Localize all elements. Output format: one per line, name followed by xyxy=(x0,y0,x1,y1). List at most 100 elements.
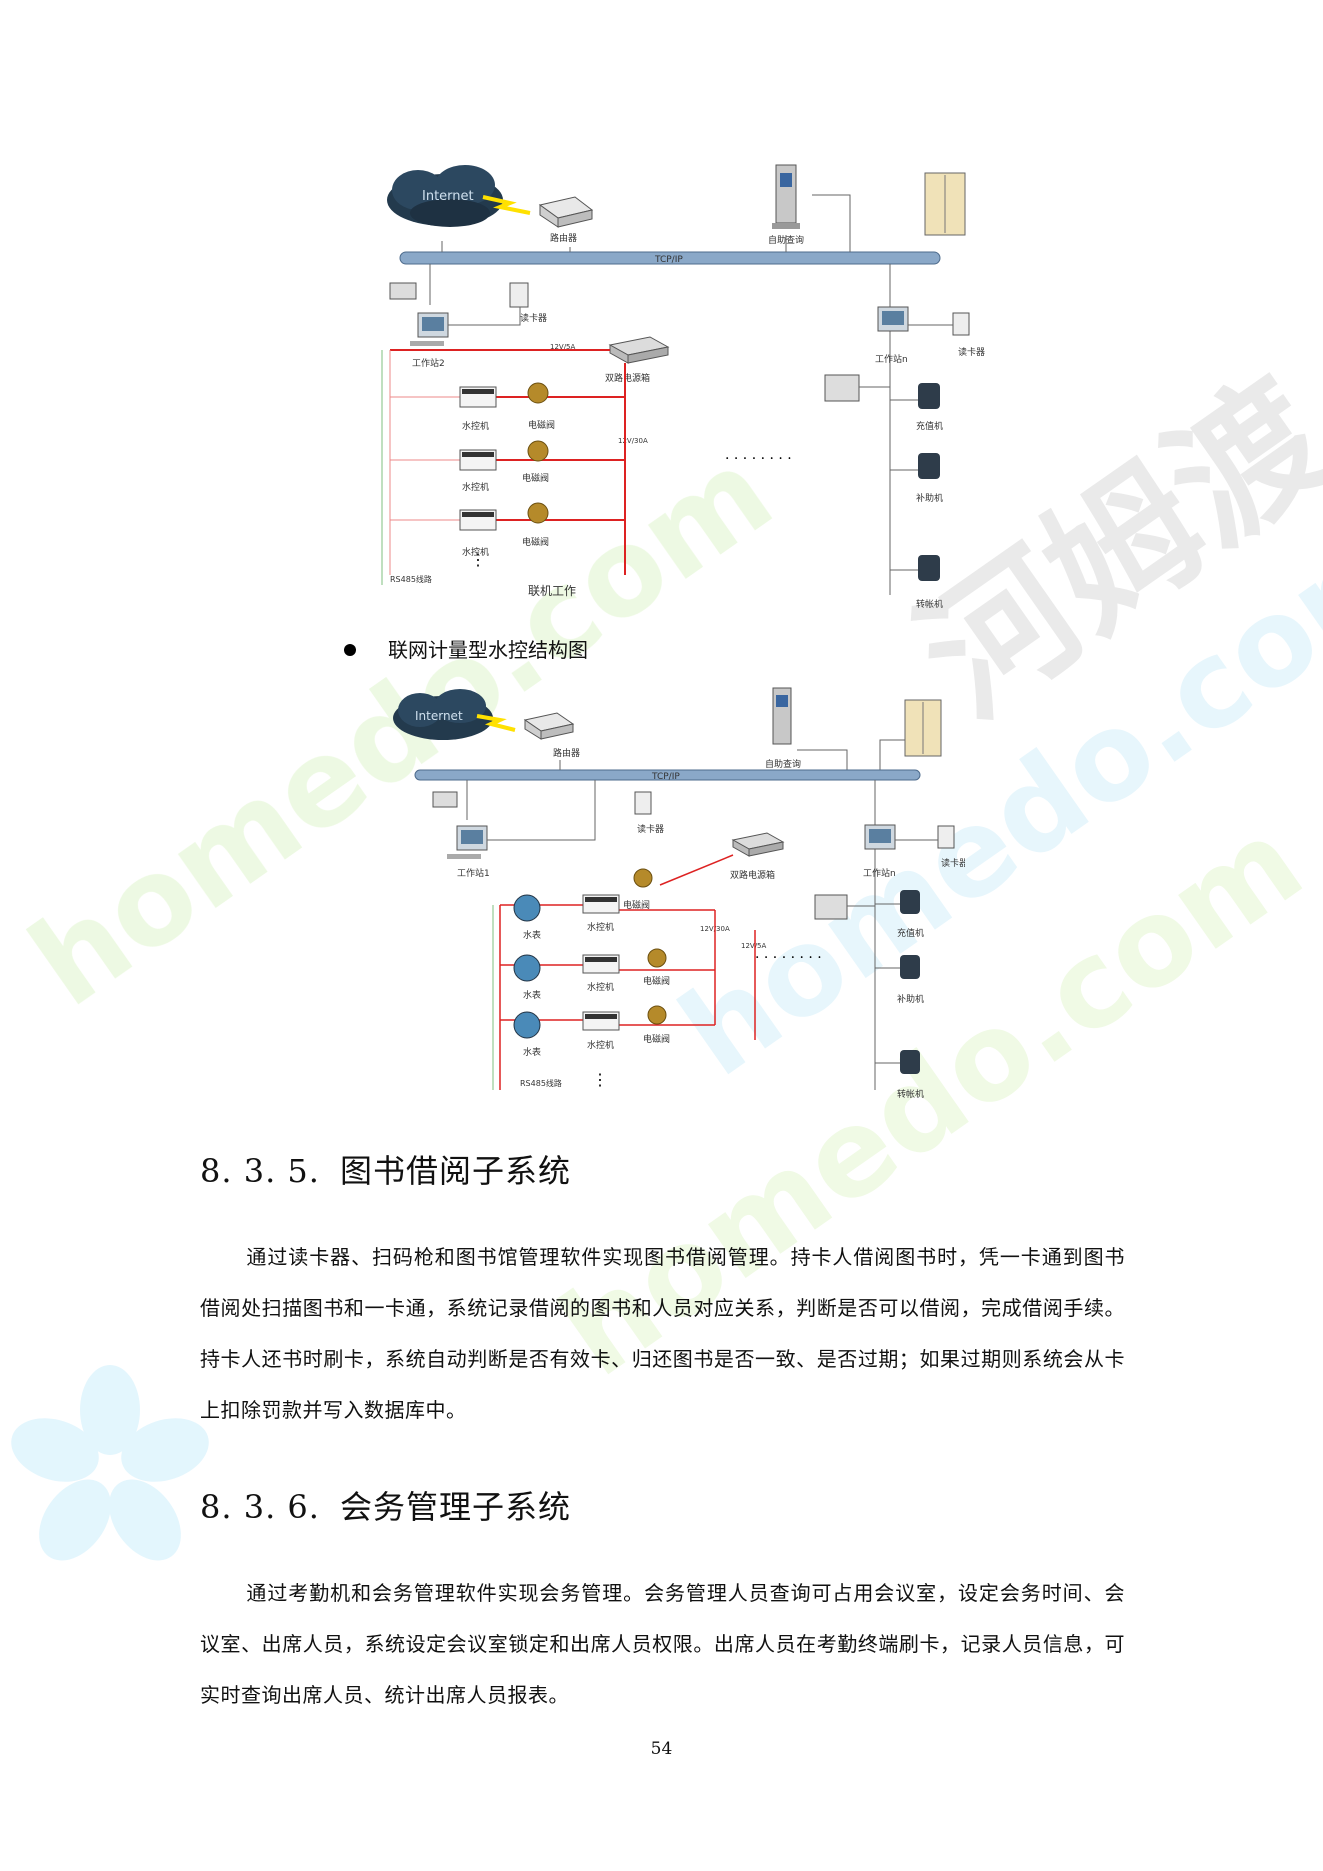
water-ctrl-2-label: 水控机 xyxy=(462,481,489,493)
rs485-label-2: RS485线路 xyxy=(520,1078,562,1088)
page-number: 54 xyxy=(650,1739,673,1759)
recharge-machine-icon-2 xyxy=(900,890,920,914)
server-cabinet-icon xyxy=(924,172,966,236)
workstation-right-label-2: 工作站n xyxy=(863,867,896,879)
valve-3-icon-2 xyxy=(647,1005,667,1025)
internet-label-2: Internet xyxy=(415,709,463,723)
water-controller-2-icon-2 xyxy=(582,954,620,974)
diagram-metered-water-control: Internet 路由器 自助查询 TCP/IP 工作站1 xyxy=(385,680,965,1105)
section-835-title: 图书借阅子系统 xyxy=(340,1152,572,1190)
valve-1-icon xyxy=(527,382,549,404)
power-box-label: 双路电源箱 xyxy=(605,372,650,384)
router-icon xyxy=(538,196,594,228)
valve-3-icon xyxy=(527,502,549,524)
transfer-machine-icon xyxy=(918,555,940,581)
water-ctrl-3-label: 水控机 xyxy=(462,546,489,558)
water-meter-1-icon xyxy=(513,894,541,922)
section-835-text: 通过读卡器、扫码枪和图书馆管理软件实现图书借阅管理。持卡人借阅图书时，凭一卡通到… xyxy=(200,1245,1125,1422)
valve-2-icon xyxy=(527,440,549,462)
vertical-dots-left-2: ⋮ xyxy=(592,1070,608,1089)
recharge-machine-icon xyxy=(918,383,940,409)
tcpip-bus-2 xyxy=(414,769,921,781)
section-835-number: 8. 3. 5. xyxy=(200,1152,320,1190)
power-box-icon xyxy=(608,336,670,364)
valve-2-label: 电磁阀 xyxy=(522,472,549,484)
printer-icon-right xyxy=(824,374,860,402)
valve-1-label-2: 电磁阀 xyxy=(623,899,650,911)
valve-3-label-2: 电磁阀 xyxy=(643,1033,670,1045)
internet-label: Internet xyxy=(422,189,474,204)
diagram-networked-water-control: Internet 路由器 自助查询 TCP/IP xyxy=(370,155,990,615)
card-reader-icon-right xyxy=(952,312,970,336)
power-box-icon-2 xyxy=(731,832,785,857)
router-icon-2 xyxy=(523,712,575,740)
water-ctrl-2-label-2: 水控机 xyxy=(587,981,614,993)
water-meter-3-label: 水表 xyxy=(523,1046,541,1058)
ellipsis-1: · · · · · · · · xyxy=(725,451,792,467)
water-controller-1-icon-2 xyxy=(582,894,620,914)
section-836-number: 8. 3. 6. xyxy=(200,1488,320,1526)
wireless-link-icon-2 xyxy=(476,714,516,732)
section-836-paragraph: 通过考勤机和会务管理软件实现会务管理。会务管理人员查询可占用会议室，设定会务时间… xyxy=(200,1568,1125,1721)
workstation-right-label: 工作站n xyxy=(875,353,908,365)
transfer-label-2: 转帐机 xyxy=(897,1088,924,1100)
printer-icon-left xyxy=(389,282,417,300)
kiosk-icon xyxy=(772,164,800,229)
transfer-label: 转帐机 xyxy=(916,598,943,610)
ellipsis-2: · · · · · · · · xyxy=(755,950,822,966)
section-835-heading: 8. 3. 5. 图书借阅子系统 xyxy=(200,1146,571,1192)
vertical-dots-left: ⋮ xyxy=(470,550,486,569)
water-controller-1-icon xyxy=(459,386,497,408)
water-meter-1-label: 水表 xyxy=(523,929,541,941)
figure-caption: 联网计量型水控结构图 xyxy=(388,638,588,662)
water-ctrl-1-label: 水控机 xyxy=(462,420,489,432)
section-836-title: 会务管理子系统 xyxy=(340,1488,572,1526)
router-label: 路由器 xyxy=(550,232,577,244)
subsidy-machine-icon xyxy=(918,453,940,479)
reader-left-label-2: 读卡器 xyxy=(637,823,664,835)
valve-1-icon-2 xyxy=(633,868,653,888)
server-cabinet-icon-2 xyxy=(904,699,942,757)
printer-icon-left-2 xyxy=(432,791,458,808)
card-reader-icon-left-2 xyxy=(634,791,652,815)
section-836-heading: 8. 3. 6. 会务管理子系统 xyxy=(200,1482,571,1528)
section-835-paragraph: 通过读卡器、扫码枪和图书馆管理软件实现图书借阅管理。持卡人借阅图书时，凭一卡通到… xyxy=(200,1232,1125,1436)
internet-cloud-icon xyxy=(387,165,503,227)
valve-2-label-2: 电磁阀 xyxy=(643,975,670,987)
reader-right-label: 读卡器 xyxy=(958,346,985,358)
card-reader-icon-right-2 xyxy=(937,825,955,849)
workstation-icon-right-2 xyxy=(864,824,896,850)
online-work-label: 联机工作 xyxy=(528,584,576,598)
valve-3-label: 电磁阀 xyxy=(522,536,549,548)
water-ctrl-1-label-2: 水控机 xyxy=(587,921,614,933)
recharge-label-2: 充值机 xyxy=(897,927,924,939)
subsidy-machine-icon-2 xyxy=(900,955,920,979)
water-controller-3-icon-2 xyxy=(582,1011,620,1031)
subsidy-label: 补助机 xyxy=(916,492,943,504)
power-spec-b-2: 12V/5A xyxy=(741,942,767,950)
workstation-left-label-2: 工作站1 xyxy=(457,867,490,879)
tcpip-bus xyxy=(399,251,941,265)
water-ctrl-3-label-2: 水控机 xyxy=(587,1039,614,1051)
router-label-2: 路由器 xyxy=(553,747,580,759)
power-spec-top: 12V/5A xyxy=(550,343,576,351)
card-reader-icon-left xyxy=(509,282,529,308)
recharge-label: 充值机 xyxy=(916,420,943,432)
subsidy-label-2: 补助机 xyxy=(897,993,924,1005)
reader-right-label-2: 读卡器 xyxy=(941,857,965,869)
section-836-text: 通过考勤机和会务管理软件实现会务管理。会务管理人员查询可占用会议室，设定会务时间… xyxy=(200,1581,1125,1707)
reader-left-label: 读卡器 xyxy=(520,312,547,324)
kiosk-icon-2 xyxy=(772,687,792,745)
workstation-left-label: 工作站2 xyxy=(412,357,445,369)
water-meter-3-icon xyxy=(513,1011,541,1039)
rs485-label: RS485线路 xyxy=(390,574,432,584)
internet-cloud-icon-2 xyxy=(393,689,493,740)
water-meter-2-label: 水表 xyxy=(523,989,541,1001)
bullet-icon xyxy=(344,644,356,656)
printer-icon-right-2 xyxy=(814,894,848,920)
water-meter-2-icon xyxy=(513,954,541,982)
workstation-icon-left xyxy=(410,312,449,346)
transfer-machine-icon-2 xyxy=(900,1050,920,1074)
kiosk-label-2: 自助查询 xyxy=(765,758,801,770)
valve-1-label: 电磁阀 xyxy=(528,419,555,431)
